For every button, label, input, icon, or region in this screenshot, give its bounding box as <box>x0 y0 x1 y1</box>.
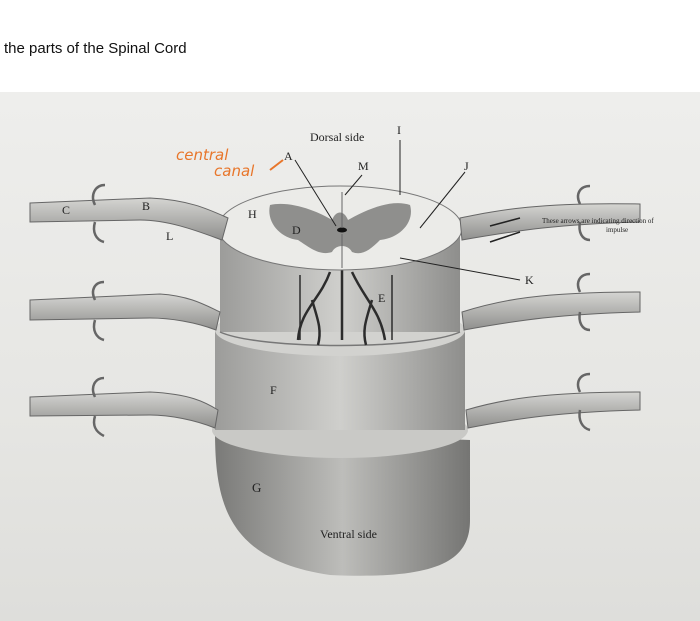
label-g: G <box>252 480 261 495</box>
label-k: K <box>525 273 534 287</box>
central-canal <box>337 227 347 233</box>
label-i: I <box>397 123 401 137</box>
dorsal-side-label: Dorsal side <box>310 130 364 144</box>
pointer-lines <box>269 140 521 281</box>
label-h: H <box>248 207 257 221</box>
spinal-nerve-mid-left <box>29 293 221 331</box>
pointer-j <box>419 171 466 229</box>
label-c: C <box>62 203 70 217</box>
handwritten-note-line2: canal <box>214 162 255 180</box>
label-b: B <box>142 199 150 213</box>
blood-vessels <box>296 268 393 346</box>
pointer-k <box>399 257 521 281</box>
nerve-rootlets <box>91 183 591 438</box>
label-a: A <box>284 149 293 163</box>
cross-section <box>217 185 463 271</box>
label-l: L <box>166 229 173 243</box>
handwritten-note-line1: central <box>176 146 229 164</box>
label-e: E <box>378 291 385 305</box>
header-area <box>0 0 700 92</box>
ventral-side-label: Ventral side <box>320 527 377 541</box>
spinal-nerve-low-right <box>465 391 641 429</box>
spinal-nerve-mid-right <box>461 291 641 331</box>
spinal-nerve-top-left <box>29 197 229 241</box>
label-j: J <box>464 159 469 173</box>
arrow-note-line1: These arrows are indicating direction of <box>542 217 654 225</box>
pointer-m <box>344 174 363 196</box>
spinal-nerves <box>29 197 641 429</box>
impulse-arrows <box>489 217 521 243</box>
spinal-nerve-low-left <box>29 391 219 429</box>
spinal-nerve-top-right <box>459 203 641 241</box>
arrow-note-line2: impulse <box>606 226 628 234</box>
page-heading: the parts of the Spinal Cord <box>4 40 187 57</box>
label-d: D <box>292 223 301 237</box>
pointer-handwritten <box>269 159 284 171</box>
label-m: M <box>358 159 369 173</box>
label-f: F <box>270 383 277 397</box>
pointer-a <box>294 159 337 227</box>
